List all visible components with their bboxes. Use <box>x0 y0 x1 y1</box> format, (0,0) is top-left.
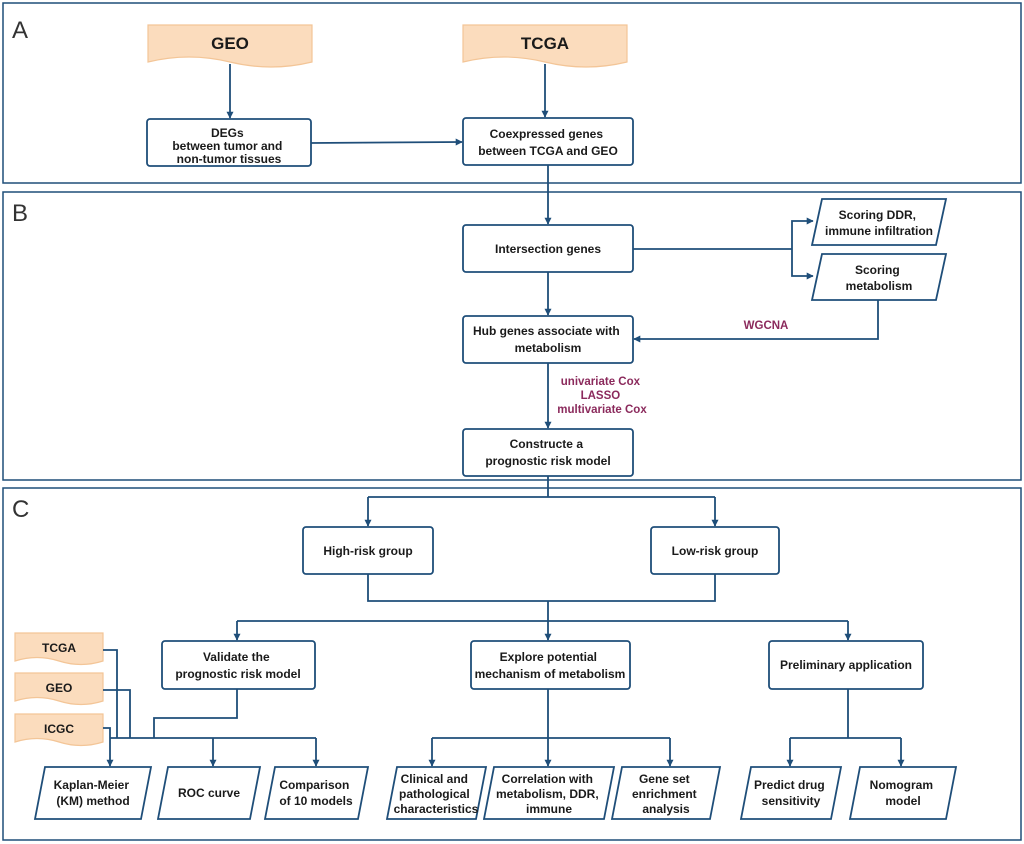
node-preliminary: Preliminary application <box>768 640 924 690</box>
panel-b-letter: B <box>12 200 28 227</box>
node-clinical: Clinical and pathological characteristic… <box>385 766 488 820</box>
node-comparison: Comparison of 10 models <box>263 766 370 820</box>
svg-text:Scoring metabolism: Scoring metabolism <box>846 263 913 293</box>
svg-text:Nomogram model: Nomogram model <box>870 778 937 808</box>
source-small-tcga: TCGA <box>14 632 104 666</box>
svg-text:Constructe a prognostic: Constructe a prognostic risk model <box>485 437 610 468</box>
svg-text:Coexpressed genes betwee: Coexpressed genes between TCGA and GEO <box>478 127 618 158</box>
source-geo: GEO <box>147 24 313 68</box>
svg-text:Hub genes associate with: Hub genes associate with metabolism <box>473 324 623 355</box>
svg-text:DEGs between tumor and: DEGs between tumor and non-tumor tissues <box>172 126 285 166</box>
node-nomogram: Nomogram model <box>848 766 958 820</box>
source-small-icgc: ICGC <box>14 713 104 747</box>
node-roc: ROC curve <box>156 766 262 820</box>
node-drug: Predict drug sensitivity <box>739 766 843 820</box>
node-validate: Validate the prognostic risk model <box>161 640 316 690</box>
node-scoring-metabolism: Scoring metabolism <box>810 253 948 301</box>
node-correlation: Correlation with metabolism, DDR, immune <box>482 766 616 820</box>
edge-label-cox: univariate Cox LASSO multivariate Cox <box>557 376 647 416</box>
node-intersection: Intersection genes <box>462 224 634 273</box>
svg-text:Explore potential mechan: Explore potential mechanism of metabolis… <box>475 650 626 681</box>
node-high-risk: High-risk group <box>302 526 434 575</box>
panel-c-letter: C <box>12 496 29 523</box>
node-coexpressed: Coexpressed genes between TCGA and GEO <box>462 117 634 166</box>
svg-text:ROC curve: ROC curve <box>178 786 240 800</box>
svg-text:Preliminary application: Preliminary application <box>780 658 912 672</box>
node-scoring-ddr: Scoring DDR, immune infiltration <box>810 198 948 246</box>
node-gsea: Gene set enrichment analysis <box>610 766 722 820</box>
source-tcga-label: TCGA <box>521 34 569 53</box>
svg-text:Validate the prognostic: Validate the prognostic risk model <box>175 650 300 681</box>
source-small-tcga-label: TCGA <box>42 641 76 655</box>
svg-text:Predict drug sensitivity: Predict drug sensitivity <box>754 778 828 808</box>
connectors <box>103 64 905 767</box>
node-explore: Explore potential mechanism of metabolis… <box>470 640 631 690</box>
source-small-icgc-label: ICGC <box>44 722 74 736</box>
svg-text:Kaplan-Meier (KM) method: Kaplan-Meier (KM) method <box>54 778 133 808</box>
svg-text:Gene set enrichment: Gene set enrichment analysis <box>632 772 700 816</box>
panel-a-letter: A <box>12 17 28 44</box>
source-tcga: TCGA <box>462 24 628 68</box>
node-km: Kaplan-Meier (KM) method <box>33 766 153 820</box>
svg-text:Low-risk group: Low-risk group <box>672 544 759 558</box>
node-risk-model: Constructe a prognostic risk model <box>462 428 634 477</box>
svg-text:Intersection genes: Intersection genes <box>495 242 601 256</box>
edge-label-wgcna: WGCNA <box>744 320 789 332</box>
source-small-geo-label: GEO <box>46 681 73 695</box>
svg-text:Comparison of 10 models: Comparison of 10 models <box>279 778 353 808</box>
svg-text:High-risk group: High-risk group <box>323 544 412 558</box>
node-low-risk: Low-risk group <box>650 526 780 575</box>
svg-text:Clinical and pathologica: Clinical and pathological characteristic… <box>394 772 479 816</box>
node-hub-genes: Hub genes associate with metabolism <box>462 315 634 364</box>
source-small-geo: GEO <box>14 672 104 706</box>
node-degs: DEGs between tumor and non-tumor tissues <box>146 118 312 167</box>
source-geo-label: GEO <box>211 34 249 53</box>
svg-text:Scoring DDR, immune infi: Scoring DDR, immune infiltration <box>825 208 933 238</box>
svg-text:Correlation with metabol: Correlation with metabolism, DDR, immune <box>496 772 602 816</box>
